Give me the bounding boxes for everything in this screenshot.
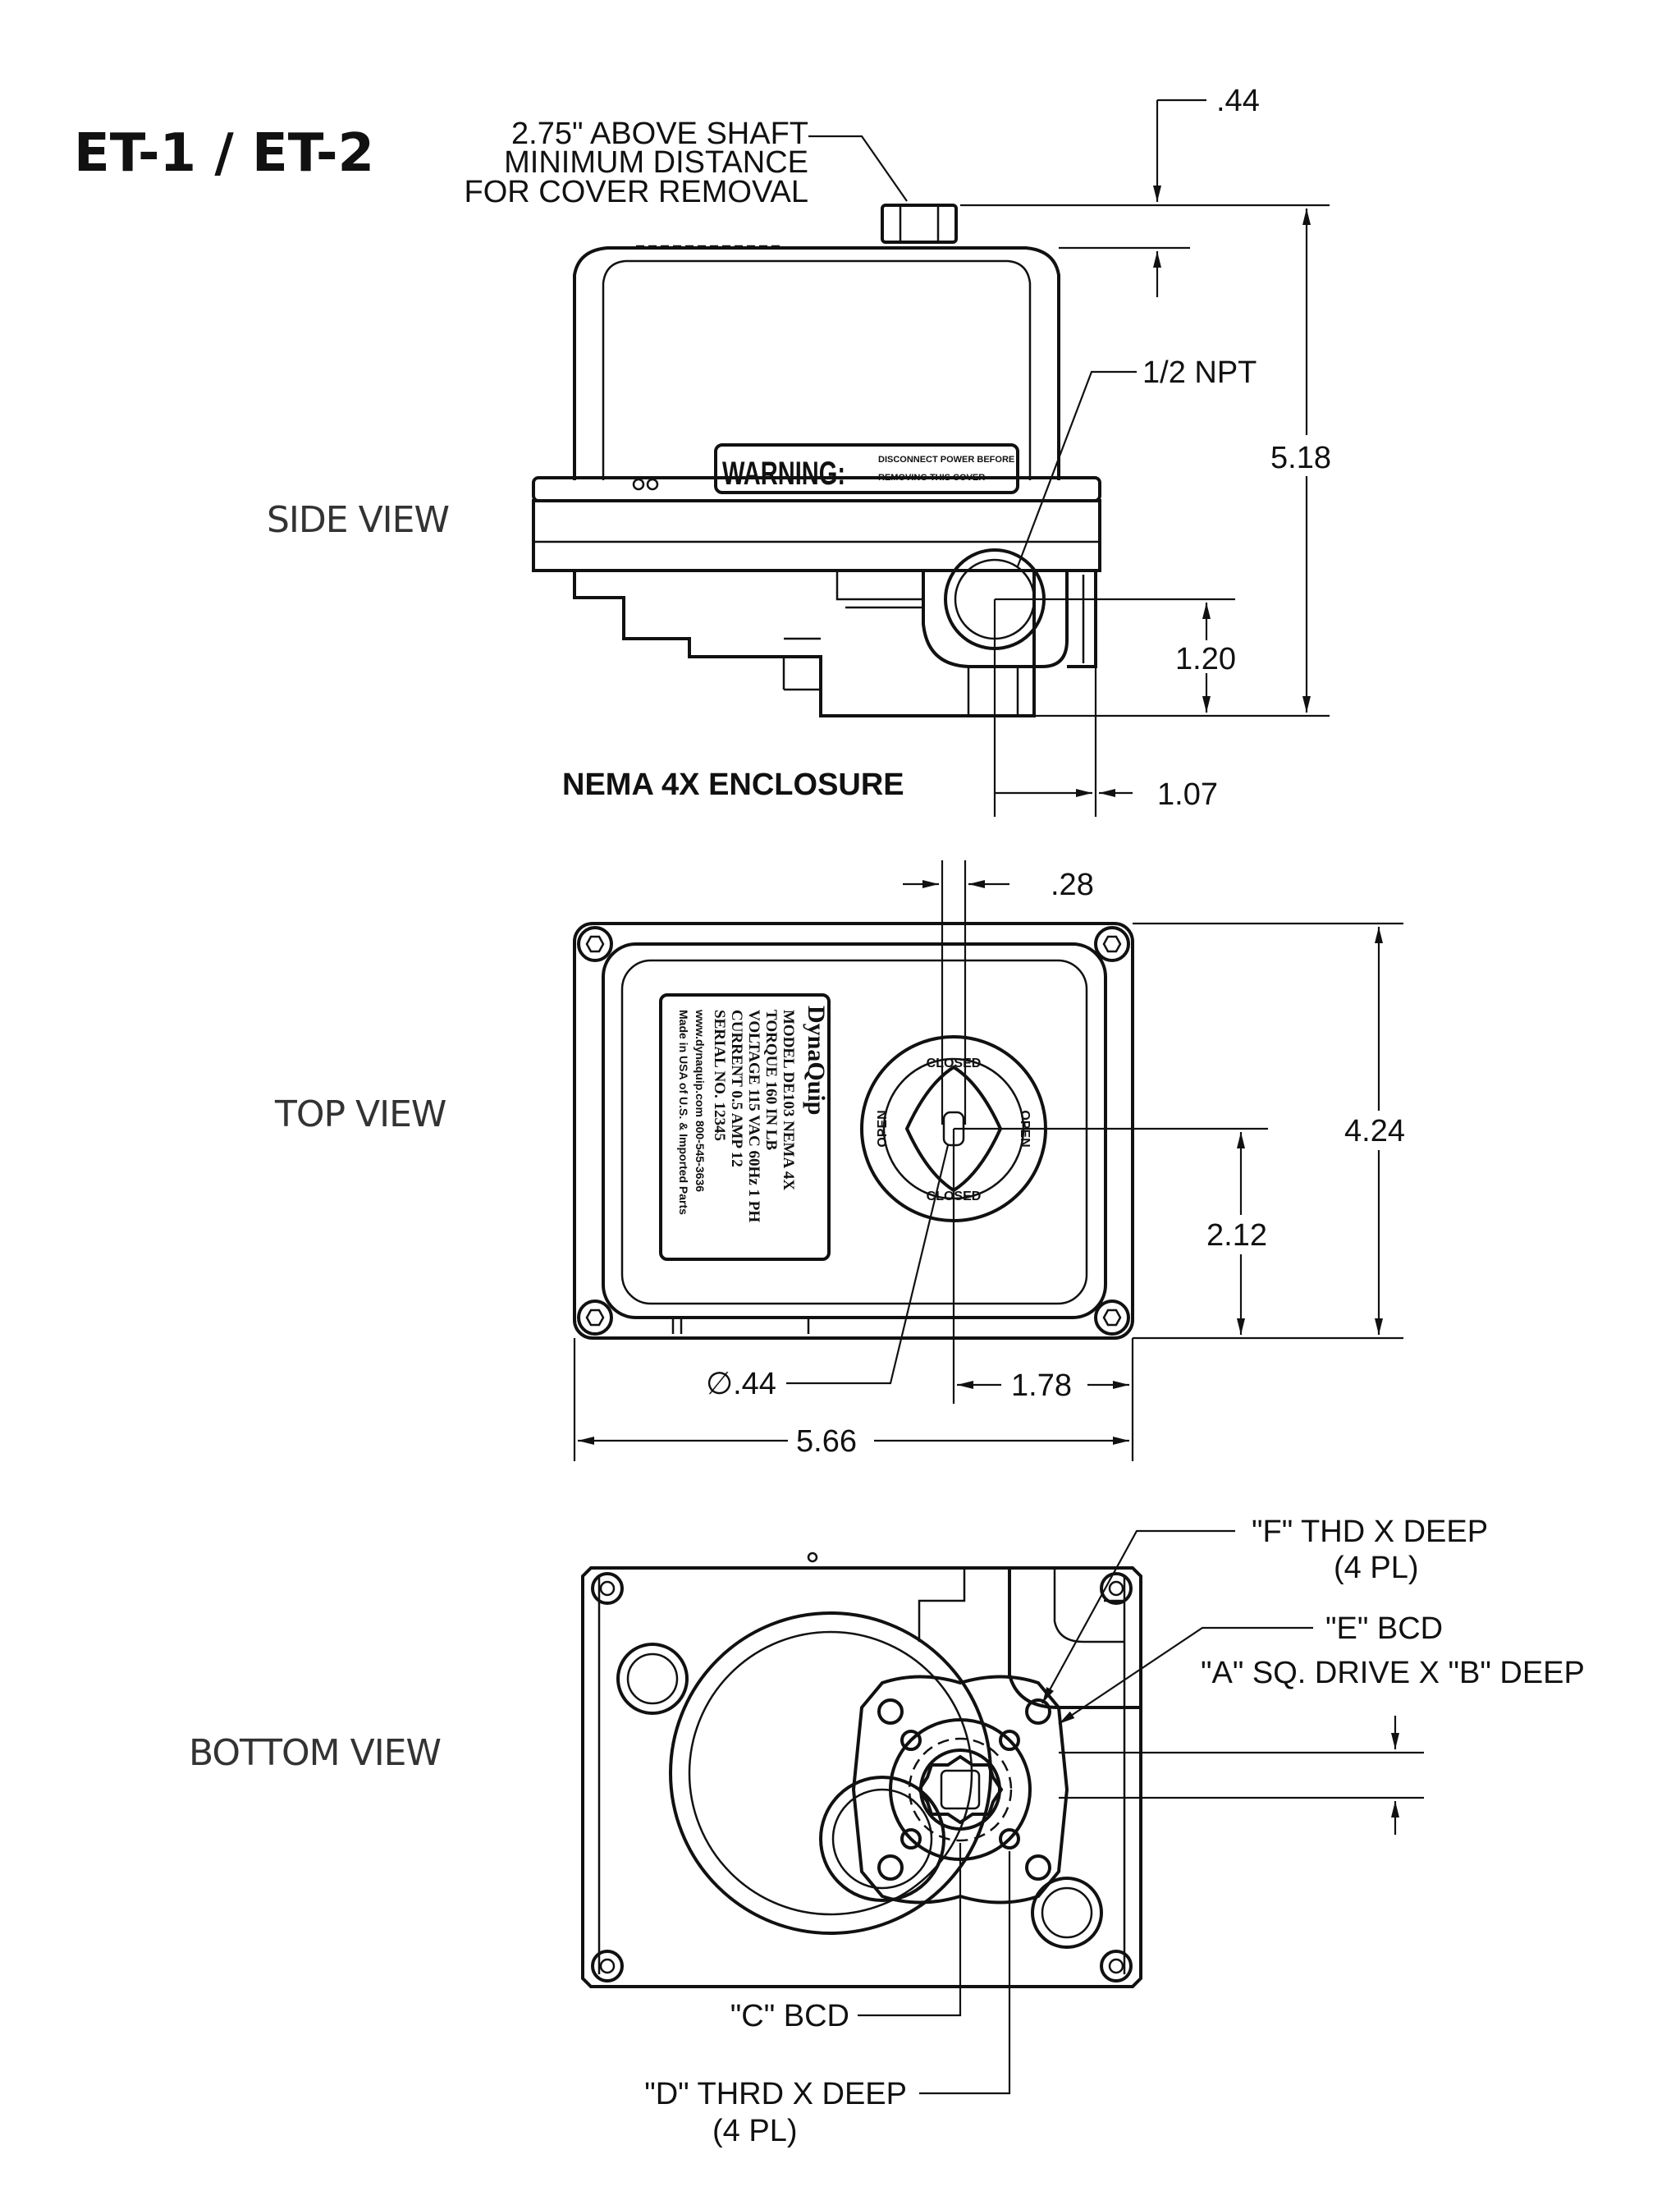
enclosure-label: NEMA 4X ENCLOSURE (562, 768, 904, 802)
nameplate-line-4: CURRENT 0.5 AMP 12 (728, 1010, 745, 1167)
bottom-screw-icon (591, 1572, 624, 1605)
dim-shaft-diameter: ∅.44 (706, 1367, 776, 1401)
side-view-label: SIDE VIEW (267, 499, 449, 541)
dim-depth: 4.24 (1344, 1114, 1405, 1148)
side-view-dimensions: .44 5.18 1.20 1.07 1/2 NPT 2.75" ABOVE S… (465, 84, 1346, 817)
drawing-title: ET-1 / ET-2 (74, 123, 374, 184)
dim-shaft-height: .44 (1216, 84, 1260, 118)
side-view-drawing: WARNING: DISCONNECT POWER BEFORE REMOVIN… (532, 204, 1101, 717)
corner-screw-icon (1094, 1299, 1130, 1336)
nameplate-line-3: VOLTAGE 115 VAC 60Hz 1 PH (745, 1010, 762, 1222)
warning-text-line-2: REMOVING THIS COVER (878, 473, 985, 483)
callout-c: "C" BCD (730, 1999, 849, 2033)
bottom-view-label: BOTTOM VIEW (189, 1732, 441, 1774)
dim-half-depth: 2.12 (1206, 1218, 1267, 1253)
dial-left-label: OPEN (876, 1110, 890, 1147)
dial-top-label: CLOSED (927, 1057, 982, 1070)
nameplate-line-2: TORQUE 160 IN LB (762, 1010, 780, 1151)
dim-shaft-flat: .28 (1051, 868, 1094, 902)
bottom-view-dimensions: "F" THD X DEEP (4 PL) "E" BCD "A" SQ. DR… (644, 1515, 1585, 2148)
bottom-screw-icon (1100, 1950, 1133, 1982)
bottom-view-drawing (581, 1552, 1142, 1988)
cover-note-line-3: FOR COVER REMOVAL (465, 175, 808, 209)
dim-width: 5.66 (796, 1424, 857, 1459)
cover-note-line-2: MINIMUM DISTANCE (504, 145, 808, 180)
dim-conduit-offset: 1.07 (1157, 777, 1218, 812)
dim-overall-height: 5.18 (1270, 441, 1331, 475)
dim-conduit-height: 1.20 (1175, 642, 1236, 676)
warning-label: WARNING: (722, 456, 845, 492)
callout-d-line-1: "D" THRD X DEEP (644, 2077, 907, 2111)
top-view-drawing: DynaQuip MODEL DE103 NEMA 4X TORQUE 160 … (573, 922, 1134, 1340)
bottom-screw-icon (591, 1950, 624, 1982)
nameplate-line-1: MODEL DE103 NEMA 4X (780, 1010, 797, 1190)
top-view-label: TOP VIEW (274, 1093, 446, 1135)
corner-screw-icon (577, 1299, 613, 1336)
conduit-size-label: 1/2 NPT (1142, 355, 1257, 390)
nameplate-line-5: SERIAL NO. 12345 (711, 1010, 728, 1141)
top-view-dimensions: .28 4.24 2.12 1.78 5.66 ∅.44 (573, 860, 1424, 1461)
corner-screw-icon (1094, 926, 1130, 962)
nameplate-line-7: Made in USA of U.S. & Imported Parts (677, 1010, 690, 1215)
nameplate-line-6: www.dynaquip.com 800-545-3636 (694, 1009, 707, 1192)
dim-shaft-offset: 1.78 (1011, 1368, 1072, 1403)
nameplate-brand: DynaQuip (803, 1006, 830, 1115)
callout-f-line-1: "F" THD X DEEP (1252, 1515, 1488, 1549)
callout-f-line-2: (4 PL) (1334, 1551, 1418, 1585)
callout-e: "E" BCD (1325, 1611, 1443, 1646)
cover-note-line-1: 2.75" ABOVE SHAFT (511, 117, 808, 151)
callout-a: "A" SQ. DRIVE X "B" DEEP (1201, 1656, 1585, 1690)
warning-text-line-1: DISCONNECT POWER BEFORE (878, 455, 1014, 465)
corner-screw-icon (577, 926, 613, 962)
callout-d-line-2: (4 PL) (712, 2114, 797, 2148)
bottom-screw-icon (1100, 1572, 1133, 1605)
